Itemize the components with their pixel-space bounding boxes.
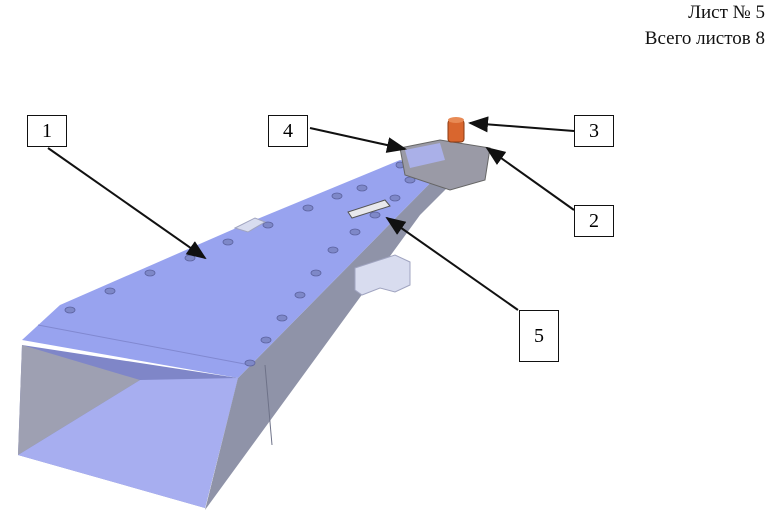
callout-2: 2 [574,205,614,237]
mount-bracket-back [233,217,267,233]
horn-mouth-floor [18,378,238,508]
callout-1: 1 [27,115,67,147]
label-plate [347,199,391,219]
sheet-number: Лист № 5 [688,2,765,23]
total-sheets: Всего листов 8 [644,28,765,49]
leader-arrows [47,116,575,311]
horn-mouth-wall [18,345,140,455]
callout-5: 5 [519,310,559,362]
mount-bracket [354,254,411,296]
coax-connector [447,119,465,143]
callout-4: 4 [268,115,308,147]
horn-side-face [205,168,450,510]
callout-3: 3 [574,115,614,147]
horn-top-face [22,160,445,378]
